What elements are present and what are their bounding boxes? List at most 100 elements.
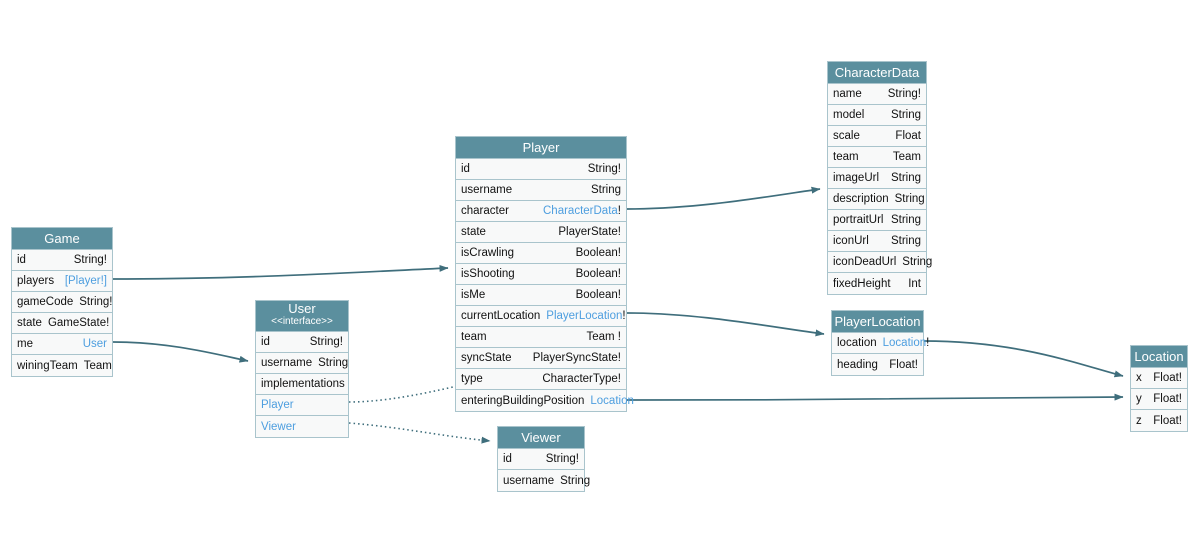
field-type: String xyxy=(890,235,921,247)
entity-header-player: Player xyxy=(456,137,626,159)
field-name: x xyxy=(1136,372,1142,384)
field-type: String! xyxy=(79,296,113,308)
field-type: String xyxy=(590,184,621,196)
field-name: state xyxy=(461,226,486,238)
field-name: imageUrl xyxy=(833,172,880,184)
field-row[interactable]: state PlayerState! xyxy=(456,222,626,243)
field-row[interactable]: players[Player!] xyxy=(12,271,112,292)
field-type: Team ! xyxy=(586,331,621,343)
field-type: String xyxy=(560,474,591,487)
entity-title: PlayerLocation xyxy=(834,314,921,329)
field-type: Float! xyxy=(889,358,918,371)
field-name: portraitUrl xyxy=(833,214,884,226)
field-type-link[interactable]: [Player!] xyxy=(64,275,107,287)
field-name: isMe xyxy=(461,289,486,301)
field-row[interactable]: isShooting Boolean! xyxy=(456,264,626,285)
field-type: String xyxy=(890,214,921,226)
entity-header-viewer: Viewer xyxy=(498,427,584,449)
field-row[interactable]: Player xyxy=(256,395,348,416)
field-row[interactable]: isMe Boolean! xyxy=(456,285,626,306)
edge-playerlocation-location-to-location xyxy=(923,340,1124,378)
field-name: syncState xyxy=(461,352,512,364)
field-name: name xyxy=(833,88,862,100)
field-row[interactable]: me User xyxy=(12,334,112,355)
field-row[interactable]: username String xyxy=(456,180,626,201)
field-name: isShooting xyxy=(461,268,515,280)
field-type-link[interactable]: CharacterData! xyxy=(543,205,621,217)
field-row[interactable]: implementations xyxy=(256,374,348,395)
field-name: gameCode xyxy=(17,296,74,308)
entity-title: User xyxy=(288,301,316,316)
field-name: username xyxy=(461,184,513,196)
field-type: String xyxy=(902,256,933,268)
entity-header-characterdata: CharacterData xyxy=(828,62,926,84)
field-type: Float! xyxy=(1153,414,1182,427)
field-type: String! xyxy=(73,254,107,266)
field-type: String xyxy=(890,109,921,121)
edge-game-me-to-user xyxy=(112,341,249,363)
entity-title: Game xyxy=(44,231,80,246)
field-type: GameState! xyxy=(47,317,110,329)
field-type: Boolean! xyxy=(575,268,621,280)
entity-stereotype: <<interface>> xyxy=(271,316,333,327)
field-name: me xyxy=(17,338,33,350)
field-name: state xyxy=(17,317,42,329)
field-type: PlayerState! xyxy=(558,226,621,238)
field-row[interactable]: gameCode String! xyxy=(12,292,113,313)
field-type-link[interactable]: User xyxy=(82,338,107,350)
field-name: Player xyxy=(261,399,294,411)
field-row[interactable]: Viewer xyxy=(256,416,348,437)
field-name: iconDeadUrl xyxy=(833,256,897,268)
field-name: Viewer xyxy=(261,420,296,433)
edge-user-viewer-impl xyxy=(348,422,491,444)
field-type: String! xyxy=(587,163,621,175)
non-null-marker: ! xyxy=(926,337,930,349)
edge-game-players-to-player xyxy=(112,264,449,280)
field-type-link[interactable]: PlayerLocation! xyxy=(546,310,626,322)
field-name: username xyxy=(261,357,313,369)
field-type-link[interactable]: Location! xyxy=(882,337,930,349)
field-name: implementations xyxy=(261,378,345,390)
field-row[interactable]: iconDeadUrl String xyxy=(828,252,932,273)
field-type-link[interactable]: Location xyxy=(590,394,634,407)
non-null-marker: ! xyxy=(622,310,626,322)
field-type: Boolean! xyxy=(575,289,621,301)
field-name: scale xyxy=(833,130,860,142)
field-row[interactable]: state GameState! xyxy=(12,313,112,334)
field-row[interactable]: portraitUrl String xyxy=(828,210,926,231)
